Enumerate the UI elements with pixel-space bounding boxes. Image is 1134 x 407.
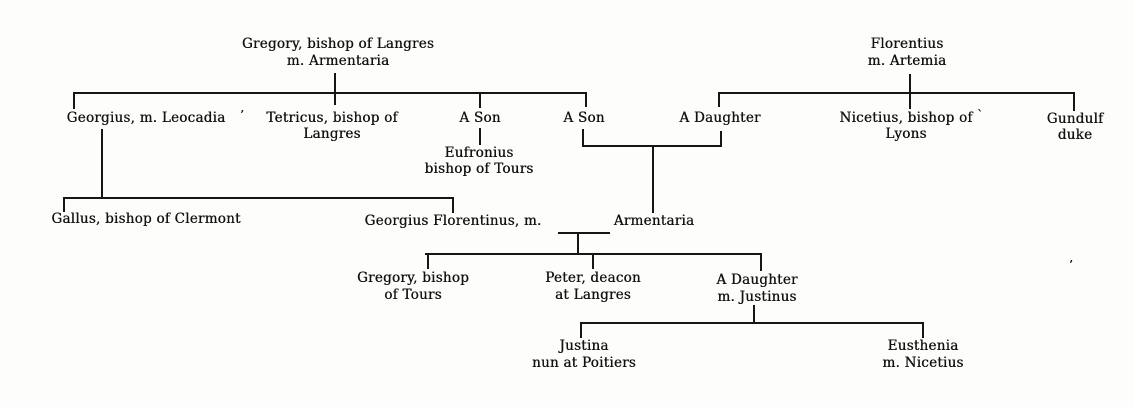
person-detail: bishop of Tours [424,161,534,177]
connector-bracket-to-armentaria [652,145,654,213]
person-name: Georgius Florentinus, m. [364,213,542,229]
connector-daughter1-bracket-right [720,131,722,146]
person-detail: of Tours [384,287,442,303]
person-detail: at Langres [555,287,631,303]
connector-georgius-stem [101,129,103,199]
person-name: Gundulf [1046,111,1104,127]
connector-drop-eusthenia [922,322,924,338]
person-armentaria-jr: Armentaria [614,213,694,229]
person-name: Peter, deacon [545,270,641,286]
person-daughter2: A Daughter m. Justinus [716,272,797,306]
person-georgius-florentinus: Georgius Florentinus, m. [365,213,542,229]
person-name: A Son [459,110,501,126]
person-name: Nicetius, bishop of [839,110,973,126]
person-name: Armentaria [613,213,695,229]
person-eusthenia: Eusthenia m. Nicetius [882,338,963,372]
person-florentius: Florentius m. Artemia [868,36,947,70]
connector-drop-georgius [73,92,75,109]
connector-drop-gundulf [1073,92,1075,111]
person-name: Gallus, bishop of Clermont [51,211,241,227]
person-detail: Lyons [885,126,927,142]
connector-drop-son1 [479,92,481,108]
person-detail: Langres [303,126,361,142]
person-daughter1: A Daughter [679,110,760,126]
connector-drop-peter [592,253,594,269]
person-detail: duke [1057,127,1093,143]
person-name: A Son [563,110,605,126]
connector-drop-gregory-tours [427,253,429,269]
connector-justinus-children-line [580,322,924,324]
connector-drop-gallus [63,197,65,212]
connector-drop-daughter1 [718,92,720,107]
person-eufronius: Eufronius bishop of Tours [425,145,534,177]
connector-georgius-children-line [63,197,454,199]
person-name: Gregory, bishop [357,270,469,286]
person-tetricus: Tetricus, bishop of Langres [266,110,397,142]
connector-marriage-line-gf-armentaria [558,232,610,234]
scan-artifact: ’ [1069,258,1073,272]
person-name: Tetricus, bishop of [266,110,398,126]
person-name: Eufronius [444,145,514,161]
person-name: Florentius [870,36,944,52]
person-detail: m. Justinus [717,289,797,305]
person-gundulf: Gundulf duke [1047,111,1104,143]
connector-drop-daughter2 [760,253,762,271]
person-gregory-tours: Gregory, bishop of Tours [357,270,469,304]
connector-son2-bracket-left [582,129,584,146]
person-gallus: Gallus, bishop of Clermont [51,211,240,227]
person-peter: Peter, deacon at Langres [545,270,641,304]
person-name: A Daughter [716,272,798,288]
person-name: Georgius, m. Leocadia [66,110,226,126]
person-son2: A Son [563,110,604,126]
connector-drop-nicetius [909,92,911,109]
person-detail: nun at Poitiers [532,355,636,371]
scan-artifact: ` [977,108,983,122]
connector-florentius-stem [909,74,911,94]
connector-drop-justina [580,322,582,338]
connector-drop-son2 [585,92,587,107]
person-gregory-langres: Gregory, bishop of Langres m. Armentaria [242,36,434,70]
person-detail: m. Armentaria [286,53,390,69]
scan-artifact: ’ [240,108,244,122]
person-justina: Justina nun at Poitiers [532,338,636,372]
connector-son1-eufronius [479,128,481,145]
person-georgius: Georgius, m. Leocadia [67,110,226,126]
connector-florentius-children-line [718,92,1075,94]
connector-gf-armentaria-stem [577,232,579,255]
connector-drop-tetricus [334,92,336,105]
person-name: Eusthenia [887,338,959,354]
person-nicetius: Nicetius, bishop of Lyons [839,110,972,142]
connector-drop-georgius-florentinus [452,197,454,213]
person-detail: m. Artemia [867,53,947,69]
connector-daughter2-stem [753,305,755,324]
person-son1: A Son [459,110,500,126]
connector-gregory-children-line [73,92,587,94]
person-detail: m. Nicetius [882,355,964,371]
person-name: Gregory, bishop of Langres [241,36,435,52]
person-name: Justina [559,338,609,354]
connector-gregory-langres-stem [334,73,336,94]
person-name: A Daughter [679,110,761,126]
